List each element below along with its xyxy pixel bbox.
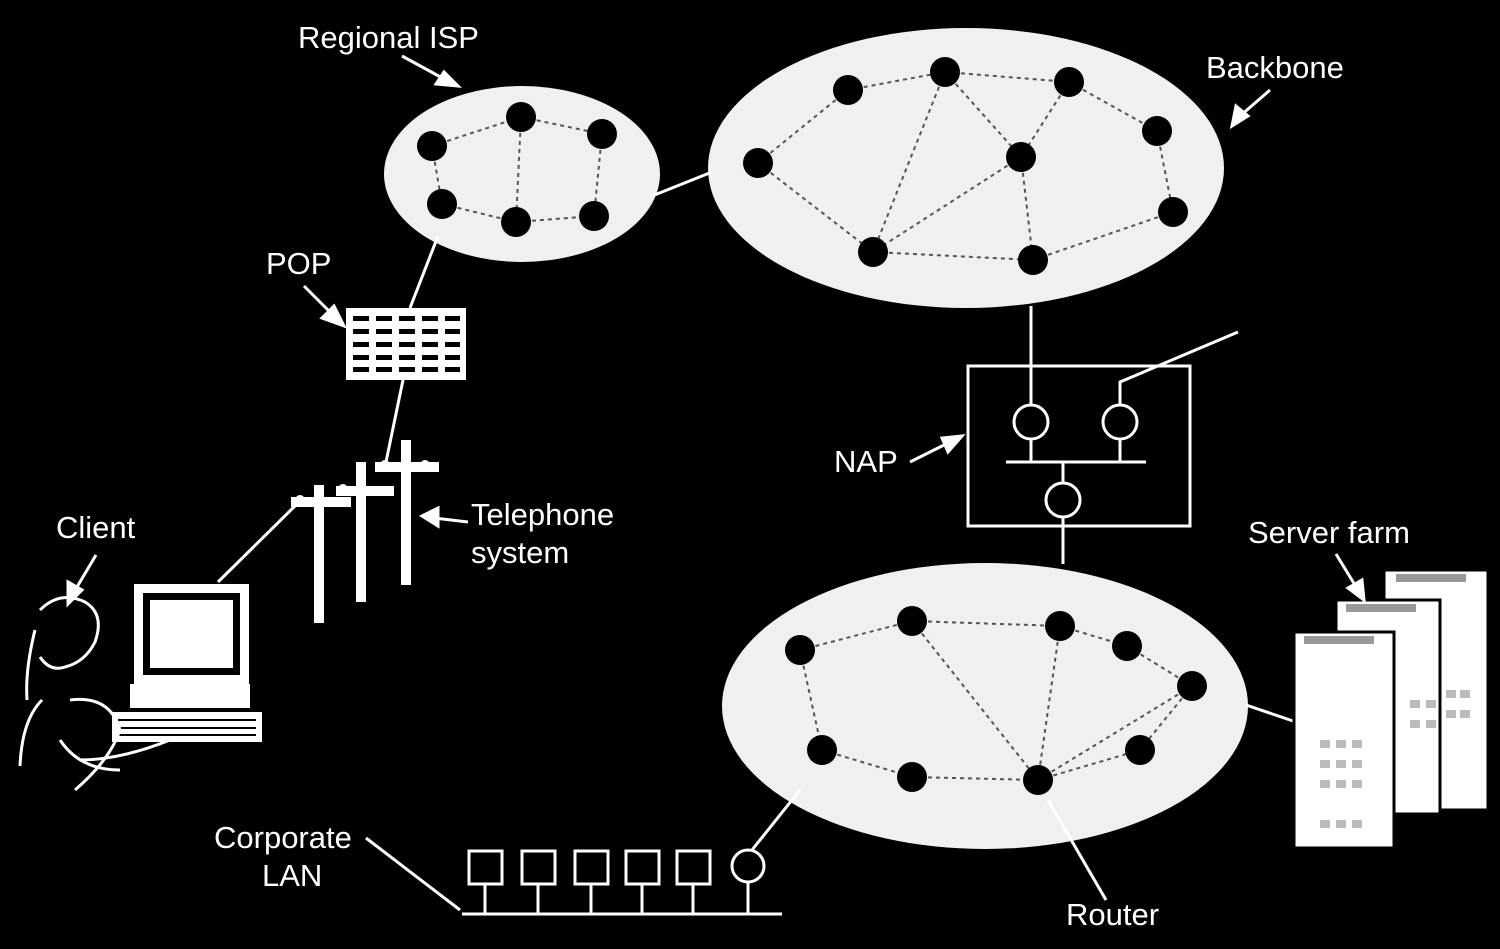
lan-host-icon xyxy=(573,849,610,886)
regional-isp-node xyxy=(427,189,457,219)
router-label: Router xyxy=(1066,897,1160,932)
client-label: Client xyxy=(56,510,136,545)
lan-host-icon xyxy=(675,849,712,886)
backbone-node xyxy=(1054,67,1084,97)
nap-router-icon xyxy=(1101,403,1139,441)
pop-label: POP xyxy=(266,246,332,281)
backbone-node xyxy=(1142,116,1172,146)
nap-router-icon xyxy=(1012,403,1050,441)
backbone-label: Backbone xyxy=(1206,50,1344,85)
regional-isp-node xyxy=(417,131,447,161)
regional-isp-label: Regional ISP xyxy=(298,20,479,55)
regional-isp-node xyxy=(579,201,609,231)
backbone-node xyxy=(858,237,888,267)
regional-network-lower xyxy=(722,563,1248,849)
lan-host-icon xyxy=(467,849,504,886)
regional-node xyxy=(1177,671,1207,701)
nap-router-icon xyxy=(1044,481,1082,519)
corporate-lan-label-line2: LAN xyxy=(262,858,323,893)
person-at-computer-icon xyxy=(18,584,262,792)
server-farm-label: Server farm xyxy=(1248,515,1410,550)
lan-router-icon xyxy=(730,848,766,884)
lan-host-icon xyxy=(624,849,661,886)
regional-node xyxy=(807,735,837,765)
regional-node xyxy=(1125,735,1155,765)
pop-switch-panel-icon xyxy=(346,308,466,380)
backbone-node xyxy=(743,148,773,178)
regional-node xyxy=(897,606,927,636)
backbone-node xyxy=(1006,142,1036,172)
backbone-node xyxy=(1158,197,1188,227)
regional-isp-network xyxy=(384,86,660,262)
regional-node xyxy=(1112,631,1142,661)
backbone-node xyxy=(1018,245,1048,275)
regional-node xyxy=(1045,611,1075,641)
regional-isp-node xyxy=(501,207,531,237)
nap-box xyxy=(966,364,1192,528)
backbone-network xyxy=(708,28,1224,308)
telephone-system-label-line2: system xyxy=(471,535,570,570)
telephone-system-label-line1: Telephone xyxy=(471,497,615,532)
network-links xyxy=(216,170,1297,851)
backbone-node xyxy=(930,57,960,87)
backbone-node xyxy=(833,75,863,105)
corporate-lan-label-line1: Corporate xyxy=(214,820,352,855)
router-node xyxy=(1023,765,1053,795)
server-building-icon xyxy=(1292,568,1490,850)
lan-host-icon xyxy=(520,849,557,886)
regional-isp-node xyxy=(587,119,617,149)
regional-isp-node xyxy=(506,102,536,132)
callout-arrows xyxy=(66,54,1366,912)
corporate-lan xyxy=(462,848,782,916)
nap-label: NAP xyxy=(834,444,898,479)
regional-node xyxy=(897,762,927,792)
regional-node xyxy=(785,635,815,665)
telephone-pole-icon xyxy=(291,440,439,623)
